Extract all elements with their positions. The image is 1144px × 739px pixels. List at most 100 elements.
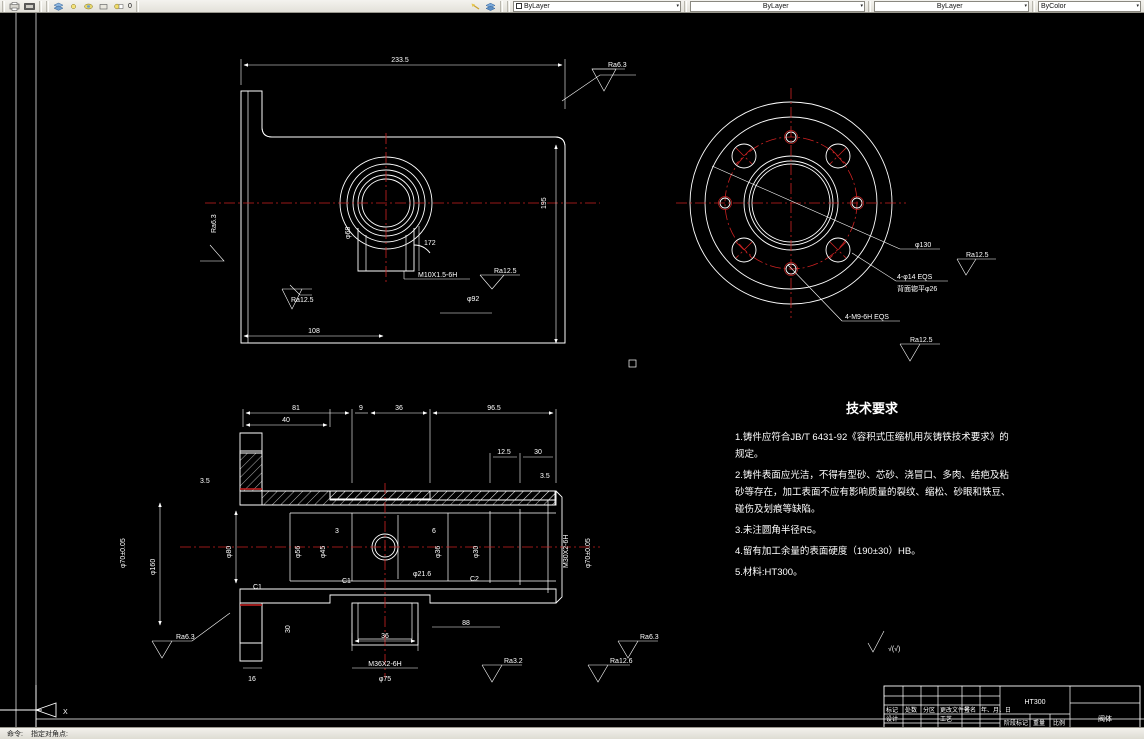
tech-note-line: 1.铸件应符合JB/T 6431-92《容积式压缩机用灰铸铁技术要求》的: [735, 431, 1009, 443]
drawing-canvas[interactable]: .g { stroke:#ffffff; fill:none; stroke-w…: [0, 13, 1144, 727]
surface-finish-sec-d: Ra12.6: [587, 658, 633, 683]
leader-phi130: φ130: [711, 165, 940, 250]
surface-label: Ra12.6: [610, 658, 633, 665]
command-prompt-value: 指定对角点:: [30, 730, 68, 738]
leader-text: 4-M9-6H EQS: [845, 314, 889, 321]
dim-text: M30X2-6H: [563, 535, 570, 568]
plotstyle-control-combo[interactable]: ByColor ▾: [1038, 0, 1141, 12]
dim-text: C1: [253, 584, 262, 591]
dim-text: φ21.6: [413, 571, 431, 578]
surface-label: Ra12.5: [291, 297, 314, 304]
dim-text: 3.5: [540, 473, 550, 480]
section-dims-left: φ160 φ80 3.5 φ70±0.05: [120, 478, 238, 626]
color-control-value: ByLayer: [524, 2, 550, 10]
dim-left-vertical: Ra6.3: [200, 214, 225, 262]
leader-bolt-holes: 4-φ14 EQS 背面锪平φ26: [851, 252, 948, 293]
print-preview-icon[interactable]: [8, 1, 21, 12]
toolbar-group-layers: 0: [51, 0, 141, 13]
dim-text: 195: [541, 197, 548, 209]
title-block-role-label: 设计: [886, 715, 898, 723]
tech-note-line: 砂等存在，加工表面不应有影响质量的裂纹、缩松、砂眼和铁豆、: [735, 486, 1011, 498]
dim-text: φ36: [435, 546, 442, 558]
toolbar-separator: [868, 0, 871, 12]
layer-previous-icon[interactable]: [469, 1, 482, 12]
dim-text: 9: [359, 405, 363, 412]
title-block-rev-header: 分区: [923, 706, 935, 714]
title-block-stage-header: 比例: [1053, 719, 1065, 727]
surface-label: Ra6.3: [176, 634, 195, 641]
make-object-layer-current-icon[interactable]: [112, 1, 125, 12]
surface-finish-sec-b: Ra6.3: [617, 634, 659, 659]
leader-tapped-holes: 4-M9-6H EQS: [787, 264, 900, 322]
surface-label: Ra12.5: [910, 337, 933, 344]
surface-label: Ra12.5: [966, 252, 989, 259]
dim-phi92: φ92: [440, 296, 492, 314]
note-text: M10X1.5-6H: [418, 272, 457, 279]
dim-text: 36: [395, 405, 403, 412]
title-block-rev-header: 签名: [964, 706, 976, 714]
status-bar: 命令: 指定对角点:: [0, 727, 1144, 739]
general-surface-note-text: √(√): [888, 645, 900, 653]
toolbar-separator: [135, 0, 139, 12]
surface-finish-ra12-5-a: Ra12.5: [281, 284, 314, 310]
dim-text: 172: [424, 240, 436, 247]
chevron-down-icon[interactable]: ▾: [1024, 2, 1027, 9]
lineweight-control-value: ByLayer: [936, 2, 963, 10]
tech-note-line: 规定。: [735, 448, 764, 460]
toolbar-separator: [507, 0, 510, 12]
layer-name-value[interactable]: 0: [128, 2, 132, 10]
layer-off-icon[interactable]: [82, 1, 95, 12]
dim-text: M36X2-6H: [368, 661, 401, 668]
dim-text: φ45: [320, 546, 327, 558]
dim-text: 3: [335, 528, 339, 535]
title-block[interactable]: HT300 阀体 1:1 标记 处数 分区 更改文件号 签名 年、月、日 设计 …: [883, 685, 1141, 727]
surface-label: Ra6.3: [608, 62, 627, 69]
chevron-down-icon[interactable]: ▾: [860, 2, 863, 9]
dim-text: φ70±0.05: [120, 538, 127, 568]
color-control-combo[interactable]: ByLayer ▾: [513, 0, 681, 12]
view-flange[interactable]: φ130 4-φ14 EQS 背面锪平φ26 4-M9-6H EQS: [676, 88, 996, 362]
surface-finish-sec-c: Ra3.2: [481, 658, 523, 683]
leader-text-2: 背面锪平φ26: [897, 284, 937, 293]
layer-freeze-icon[interactable]: [67, 1, 80, 12]
plot-icon[interactable]: [23, 1, 36, 12]
layer-lock-icon[interactable]: [97, 1, 110, 12]
dim-text: φ68: [345, 227, 352, 239]
dim-text: 233.5: [391, 57, 409, 64]
dim-phi68: φ68: [345, 227, 352, 239]
toolbar-group-layer-extra: [468, 0, 512, 13]
section-dims-inner: φ56 φ45 φ36 φ30 3 6 C1 C1 C2 φ21.6 36 M3…: [243, 473, 592, 683]
tech-note-line: 4.留有加工余量的表面硬度（190±30）HB。: [735, 545, 921, 557]
toolbar-separator: [684, 0, 687, 12]
title-block-stage-header: 重量: [1033, 719, 1045, 727]
leader-text: 4-φ14 EQS: [897, 274, 933, 281]
dim-108: 108: [243, 328, 384, 338]
dim-text: C2: [470, 576, 479, 583]
title-block-material: HT300: [1024, 699, 1045, 706]
drawing-svg: .g { stroke:#ffffff; fill:none; stroke-w…: [0, 13, 1144, 727]
plotstyle-control-value: ByColor: [1041, 2, 1066, 10]
dim-text: C1: [342, 578, 351, 585]
surface-finish-flange-b: Ra12.5: [899, 337, 940, 362]
layer-match-icon[interactable]: [484, 1, 497, 12]
title-block-role-label: 工艺: [940, 715, 952, 723]
lineweight-control-combo[interactable]: ByLayer ▾: [874, 0, 1029, 12]
title-block-rev-header: 处数: [905, 706, 917, 714]
tech-notes-block: 技术要求 1.铸件应符合JB/T 6431-92《容积式压缩机用灰铸铁技术要求》…: [735, 401, 1011, 578]
surface-finish-ra12-5-b: Ra12.5: [479, 268, 520, 290]
toolbar-separator: [500, 0, 503, 12]
chevron-down-icon[interactable]: ▾: [676, 2, 679, 9]
note-thread-m10: M10X1.5-6H: [403, 271, 470, 280]
chevron-down-icon[interactable]: ▾: [1136, 2, 1139, 9]
dim-text: φ75: [379, 676, 391, 683]
tech-notes-heading: 技术要求: [846, 401, 899, 416]
tech-note-line: 3.未注圆角半径R5。: [735, 524, 822, 536]
linetype-control-value: ByLayer: [762, 2, 789, 10]
section-dims-top: 81 40 9 36 96.5 12.5 30: [242, 405, 557, 483]
dim-text: 30: [534, 449, 542, 456]
linetype-control-combo[interactable]: ByLayer ▾: [690, 0, 865, 12]
view-section[interactable]: 81 40 9 36 96.5 12.5 30: [120, 405, 659, 683]
layer-properties-icon[interactable]: [52, 1, 65, 12]
view-front[interactable]: 233.5 108 φ92 195: [200, 57, 636, 344]
